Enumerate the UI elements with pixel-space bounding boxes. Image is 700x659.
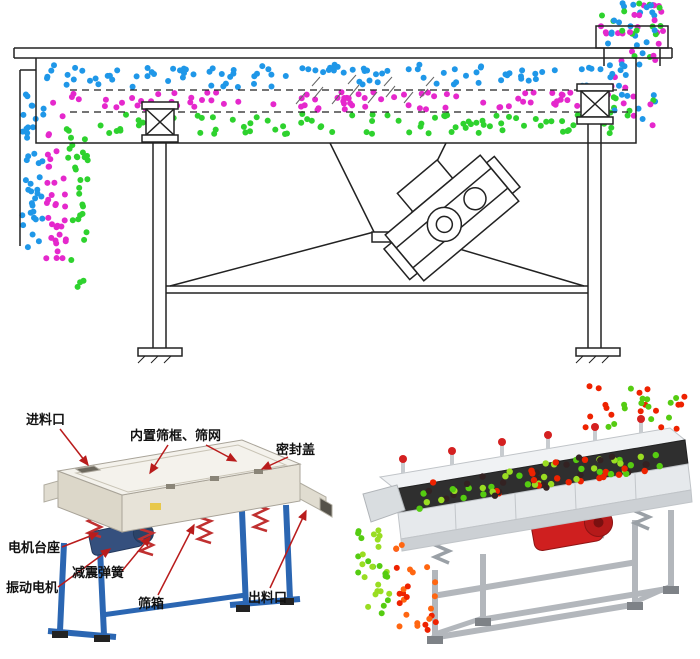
- body-top-face: [56, 439, 302, 496]
- warning-sticker: [150, 503, 161, 510]
- panel-seams: [454, 473, 637, 530]
- left-spout: [43, 480, 59, 503]
- feet: [137, 347, 621, 364]
- lid-clamps: [166, 469, 263, 489]
- sectional-flow-diagram: [13, 0, 673, 364]
- label-feed-inlet: 进料口: [26, 413, 66, 428]
- screen-box-outline: [35, 58, 637, 144]
- rim-clamps: [399, 415, 645, 473]
- label-discharge-outlet: 出料口: [248, 591, 288, 606]
- lid-border: [74, 444, 288, 493]
- feed-inlet-drawing: [595, 25, 669, 66]
- lid-lines: [13, 47, 673, 59]
- labeled-product-photo: 进料口 内置筛框、筛网 密封盖 电机台座 减震弹簧 振动电机 筛箱 出料口: [0, 385, 340, 659]
- frame-feet: [427, 586, 679, 644]
- label-damping-spring: 减震弹簧: [72, 566, 125, 581]
- product-photo-art: [43, 428, 333, 642]
- label-motor-base: 电机台座: [8, 541, 61, 556]
- left-discharge-guide: [19, 69, 36, 246]
- particle-dots-layer: [19, 0, 666, 290]
- screen-box-body: [56, 439, 302, 533]
- label-seal-cover: 密封盖: [276, 443, 316, 458]
- left-leg: [152, 142, 167, 348]
- render-particles-layer: [355, 383, 688, 633]
- right-leg: [587, 124, 602, 348]
- right-spring-mount: [576, 83, 614, 125]
- label-vibration-motor: 振动电机: [6, 581, 59, 596]
- feed-inlet-hole: [74, 465, 102, 474]
- label-screen-box: 筛箱: [138, 597, 165, 612]
- material-hatch: [295, 74, 435, 105]
- frame-feet: [52, 598, 294, 642]
- discharge-opening: [319, 497, 333, 518]
- left-spring-mount: [141, 101, 179, 143]
- render-3d-photo: [355, 383, 693, 644]
- vibration-motor-drawing: [382, 154, 522, 282]
- deck-dashed-lines: [70, 89, 628, 113]
- label-screen-frame-mesh: 内置筛框、筛网: [130, 429, 222, 444]
- spouts: [43, 480, 333, 518]
- base-beam: [166, 285, 588, 294]
- discharge-chute: [362, 484, 406, 523]
- leader-lines: [57, 428, 307, 596]
- machine-linework: [13, 25, 673, 364]
